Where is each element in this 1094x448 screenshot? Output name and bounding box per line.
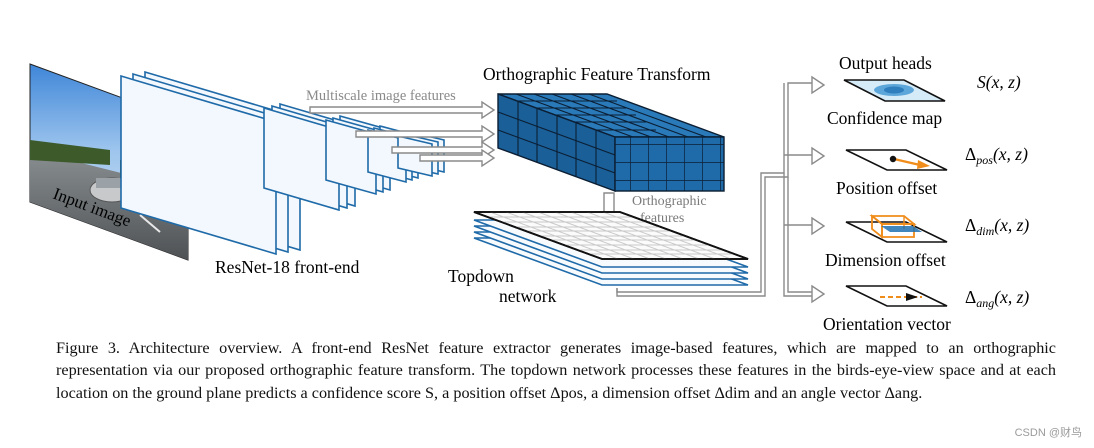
topdown-label-1: Topdown [448,266,514,286]
confidence-map-plane [843,79,946,102]
topdown-planes [473,211,749,286]
branch-connector [616,82,814,297]
resnet-label: ResNet-18 front-end [215,257,360,277]
head-name-dimension: Dimension offset [825,250,946,270]
branch-arrowheads [811,75,826,304]
position-offset-plane [845,149,948,171]
architecture-figure: Input image ResNet-18 front-end Multisca… [29,53,1029,334]
resnet-layers [120,70,445,256]
head-name-orientation: Orientation vector [823,314,951,334]
multiscale-arrows [309,100,496,168]
orientation-vector-plane [845,285,948,307]
multiscale-label: Multiscale image features [306,88,456,104]
ortho-label-2: features [640,211,684,226]
ortho-label-1: Orthographic [632,194,707,209]
head-formula-position: Δpos(x, z) [965,144,1028,167]
output-heads-title: Output heads [839,53,932,73]
dimension-offset-plane [845,214,948,243]
topdown-label-2: network [499,286,557,306]
head-formula-dimension: Δdim(x, z) [965,215,1029,238]
figure-caption: Figure 3. Architecture overview. A front… [56,337,1056,404]
head-name-position: Position offset [836,178,937,198]
head-formula-orientation: Δang(x, z) [965,287,1029,310]
oft-title: Orthographic Feature Transform [483,64,711,84]
watermark: CSDN @财鸟 [1014,427,1082,439]
head-name-confidence: Confidence map [827,108,942,128]
caption-text: Figure 3. Architecture overview. A front… [56,339,1056,402]
head-formula-confidence: S(x, z) [977,72,1021,92]
oft-cube [497,92,725,193]
